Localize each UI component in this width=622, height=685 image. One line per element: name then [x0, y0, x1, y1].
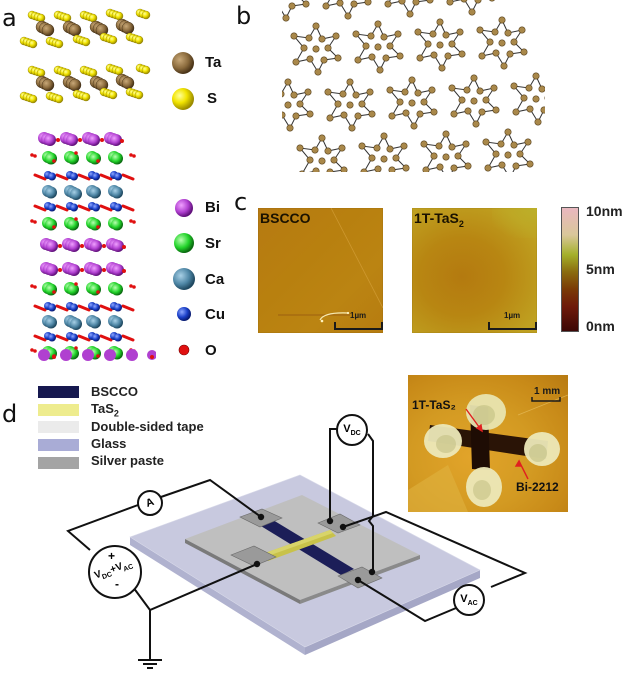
afm-tas2-title: 1T-TaS2 — [414, 210, 464, 229]
sr-atom-icon — [174, 233, 194, 253]
scale-bar-label: 1µm — [350, 311, 367, 320]
scale-bar-label: 1µm — [504, 311, 521, 320]
legend-swatch-bscco — [38, 386, 79, 398]
legend-label-glass: Glass — [91, 436, 127, 451]
source-minus: - — [115, 577, 119, 591]
o-label: O — [205, 342, 217, 359]
source-plus: + — [108, 549, 116, 563]
ca-atom-icon — [173, 268, 195, 290]
photo-label-tas2: 1T-TaS₂ — [412, 398, 456, 412]
afm-image-tas2: 1T-TaS2 1µm — [412, 208, 537, 333]
legend-label-tape: Double-sided tape — [91, 419, 204, 434]
cu-label: Cu — [205, 306, 225, 323]
panel-a-letter: a — [2, 4, 17, 32]
scale-bar — [488, 322, 537, 330]
colorbar-mid-label: 5nm — [586, 261, 615, 277]
vdc-label: VDC — [343, 422, 361, 438]
s-atom-icon — [172, 88, 194, 110]
sr-label: Sr — [205, 235, 221, 252]
s-label: S — [207, 90, 218, 107]
afm-image-bscco: BSCCO 1µm — [258, 208, 383, 333]
panel-d-letter: d — [2, 400, 18, 428]
ammeter-icon: A — [137, 490, 163, 516]
vdc-voltmeter-icon: VDC — [336, 414, 368, 446]
panel-c-letter: c — [234, 188, 248, 216]
legend-swatch-tas2 — [38, 404, 79, 416]
afm-bscco-title: BSCCO — [260, 210, 311, 226]
scale-bar — [334, 322, 383, 330]
panel-b-letter: b — [236, 2, 252, 30]
ca-label: Ca — [205, 271, 225, 288]
voltage-source-icon: + VDC+VAC - — [88, 545, 142, 599]
legend-label-silver-paste: Silver paste — [91, 453, 164, 468]
photo-scale-bar-label: 1 mm — [534, 386, 561, 397]
colorbar-min-label: 0nm — [586, 318, 615, 334]
colorbar-max-label: 10nm — [586, 203, 622, 219]
ta-atom-icon — [172, 52, 194, 74]
legend-label-bscco: BSCCO — [91, 384, 138, 399]
vac-voltmeter-icon: VAC — [453, 584, 485, 616]
legend-swatch-glass — [38, 439, 79, 451]
legend-swatch-tape — [38, 421, 79, 433]
legend-swatch-silver-paste — [38, 457, 79, 469]
photo-label-bi2212: Bi-2212 — [516, 480, 559, 494]
o-atom-icon — [178, 344, 190, 356]
bi-label: Bi — [205, 199, 220, 216]
ta-label: Ta — [205, 54, 222, 71]
vac-label: VAC — [460, 592, 478, 608]
height-colorbar — [561, 207, 579, 332]
device-photo: 1 mm 1T-TaS₂ Bi-2212 — [408, 375, 568, 512]
bi-atom-icon — [175, 199, 193, 217]
bscco-bottom-bi-row — [38, 349, 156, 361]
tas2-crystal-structure — [19, 8, 151, 104]
ammeter-label: A — [144, 496, 156, 510]
cu-atom-icon — [177, 307, 191, 321]
legend-label-tas2: TaS2 — [91, 401, 119, 419]
